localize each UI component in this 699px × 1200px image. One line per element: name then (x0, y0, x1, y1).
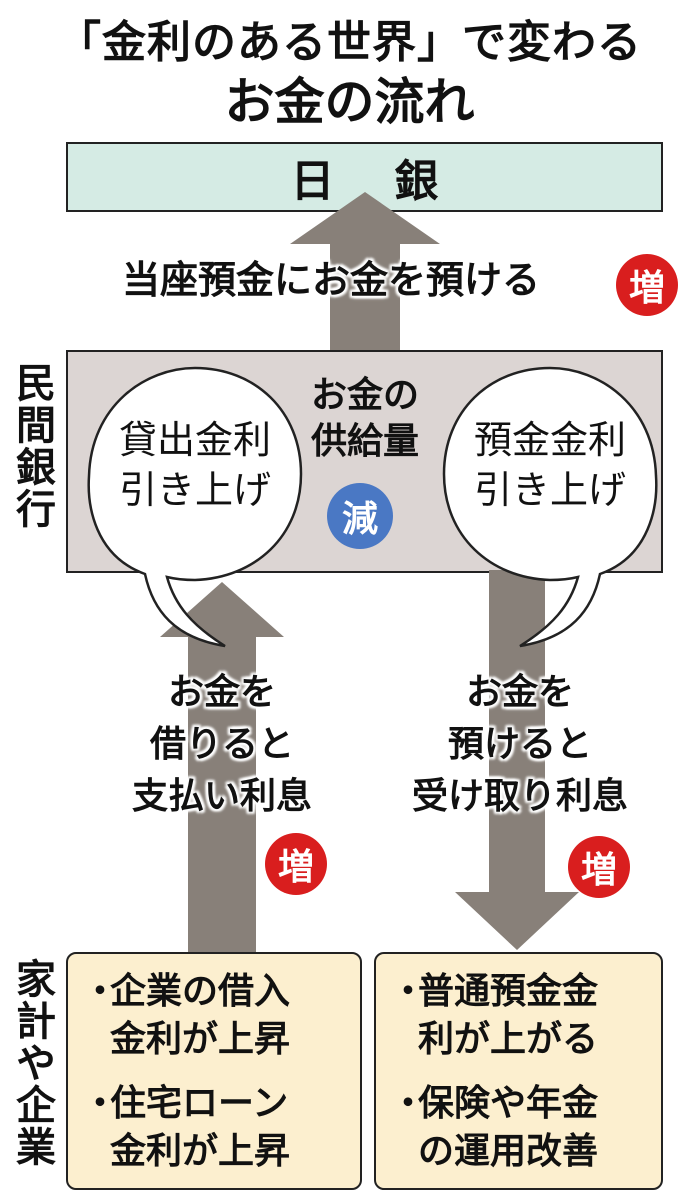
bullet-mark: ・ (82, 971, 119, 1012)
deposit-flow-line2: 預けると (447, 724, 592, 765)
arrow-up-borrowing (160, 582, 284, 954)
money-supply-line1: お金の (310, 375, 419, 416)
deposit-rate-bubble (442, 366, 658, 648)
list-item: ・ 住宅ローン 金利が上昇 (82, 1080, 350, 1176)
current-account-label: 当座預金にお金を預ける (122, 258, 541, 302)
deposit-flow-line3: 受け取り利息 (411, 776, 628, 817)
increase-badge-borrow: 増 (265, 833, 327, 895)
lending-rate-text-line1: 貸出金利 (118, 418, 271, 462)
increase-badge-current-account: 増 (616, 254, 678, 316)
deposit-flow-line1: お金を (465, 672, 574, 713)
list-item-text: 住宅ローン 金利が上昇 (110, 1083, 291, 1172)
bullet-mark: ・ (390, 971, 427, 1012)
household-left-box: ・ 企業の借入 金利が上昇 ・ 住宅ローン 金利が上昇 (66, 952, 362, 1190)
household-right-box: ・ 普通預金金 利が上がる ・ 保険や年金 の運用改善 (374, 952, 663, 1190)
decrease-badge-money-supply: 減 (327, 483, 393, 549)
list-item-text: 普通預金金 利が上がる (418, 971, 599, 1060)
list-item-text: 保険や年金 の運用改善 (418, 1083, 599, 1172)
list-item: ・ 保険や年金 の運用改善 (390, 1080, 651, 1176)
borrow-flow-line2: 借りると (149, 724, 294, 765)
lending-rate-text-line2: 引き上げ (118, 468, 271, 512)
list-item: ・ 企業の借入 金利が上昇 (82, 968, 350, 1064)
private-bank-side-label: 民間銀行 (9, 362, 55, 530)
bullet-mark: ・ (82, 1083, 119, 1124)
households-side-label: 家計や企業 (9, 958, 55, 1168)
list-item: ・ 普通預金金 利が上がる (390, 968, 651, 1064)
arrow-down-deposit (455, 570, 579, 950)
title-line1: 「金利のある世界」で変わる (57, 17, 642, 68)
title-line2: お金の流れ (224, 73, 475, 131)
borrow-flow-line1: お金を (167, 672, 276, 713)
money-supply-line2: 供給量 (310, 421, 419, 462)
bullet-mark: ・ (390, 1083, 427, 1124)
deposit-rate-text-line1: 預金金利 (473, 418, 626, 462)
deposit-rate-text-line2: 引き上げ (473, 468, 626, 512)
arrow-up-to-boj (290, 192, 440, 354)
list-item-text: 企業の借入 金利が上昇 (110, 971, 291, 1060)
lending-rate-bubble (87, 366, 303, 648)
increase-badge-deposit: 増 (568, 836, 630, 898)
borrow-flow-line3: 支払い利息 (131, 776, 312, 817)
